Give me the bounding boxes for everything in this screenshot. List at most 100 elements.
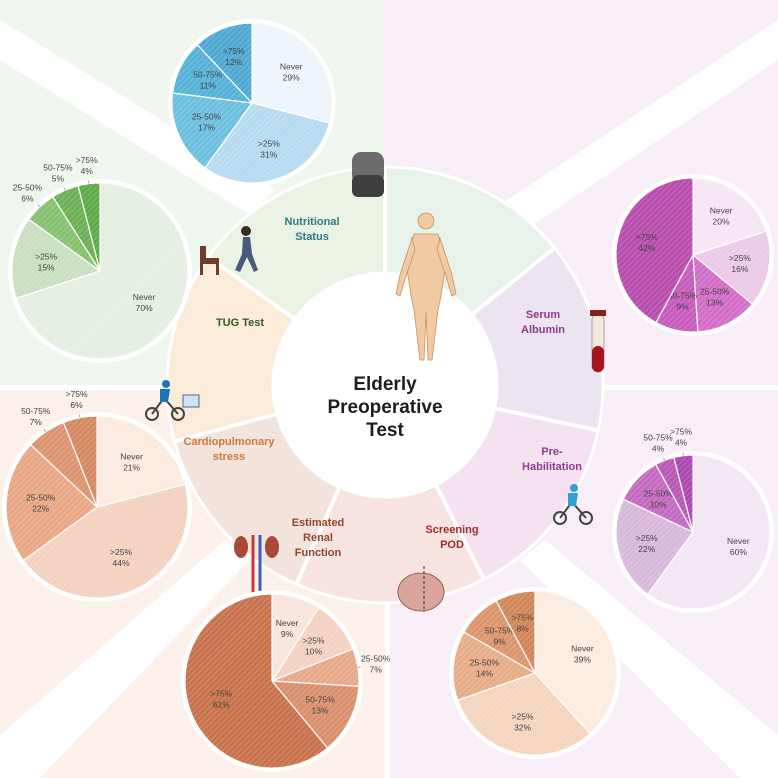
- bg-diagonal-band: [485, 20, 778, 240]
- segment-label-line: Function: [295, 547, 342, 559]
- human-arm-right: [436, 236, 457, 297]
- pie-label-value: 6%: [21, 194, 34, 204]
- segment-separator: [294, 486, 342, 585]
- segment-label-line: Estimated: [292, 517, 345, 529]
- rider-head: [162, 380, 170, 388]
- pie-label: 50-75%9%: [668, 291, 698, 312]
- pie-label: 50-75%4%: [643, 433, 673, 454]
- pie-label: >75%61%: [210, 688, 232, 709]
- pie-label-value: 22%: [638, 544, 655, 554]
- pie-label-value: 4%: [81, 166, 94, 176]
- pie-label: 50-75%13%: [305, 694, 335, 715]
- pie-label: 25-50%14%: [470, 657, 500, 678]
- pie-label-category: 25-50%: [192, 112, 222, 122]
- pie-label-category: >25%: [303, 636, 325, 646]
- segment-label-line: Cardiopulmonary: [183, 436, 275, 448]
- pie-label-category: 25-50%: [644, 488, 674, 498]
- pie-label-value: 10%: [305, 647, 322, 657]
- pie-label-category: >25%: [512, 711, 534, 721]
- pie-label-category: 50-75%: [668, 291, 698, 301]
- pie-label: >75%4%: [670, 427, 692, 448]
- pie-label-value: 10%: [650, 499, 667, 509]
- segment-label-tug: TUG Test: [216, 317, 264, 329]
- pie-slice-hatch: [252, 23, 332, 123]
- pie-label: 50-75%7%: [21, 406, 51, 427]
- pie-label-value: 7%: [370, 665, 383, 675]
- pie-label-value: 9%: [281, 629, 294, 639]
- pie-label-value: 15%: [38, 262, 55, 272]
- torso-shorts: [352, 175, 384, 197]
- pie-label: >25%44%: [110, 547, 132, 568]
- brain-icon: [397, 566, 445, 612]
- pie-label-category: >75%: [670, 427, 692, 437]
- pie-label-value: 29%: [283, 73, 300, 83]
- pie-label-value: 8%: [516, 624, 529, 634]
- pie-label: 25-50%17%: [192, 112, 222, 133]
- bike-wheel: [553, 511, 567, 525]
- pie-label-value: 5%: [52, 174, 65, 184]
- pie-label-category: Never: [120, 451, 143, 461]
- rider-body: [160, 389, 170, 402]
- pie-label-category: >75%: [223, 46, 245, 56]
- pie-slice-hatch: [463, 600, 535, 673]
- pie-label-value: 12%: [225, 57, 242, 67]
- tube-blood: [592, 346, 604, 372]
- pie-slice-hatch: [453, 632, 535, 701]
- segment-label-line: Serum: [526, 309, 560, 321]
- pie-label: 50-75%9%: [485, 626, 515, 647]
- pie-label-value: 60%: [730, 547, 747, 557]
- pie-label-leader: [663, 457, 665, 461]
- pie-label: 25-50%7%: [361, 654, 391, 675]
- pie-label-value: 9%: [676, 302, 689, 312]
- rider-head: [570, 484, 578, 492]
- pie-slice-hatch: [272, 594, 319, 681]
- pie-label-category: >25%: [35, 251, 57, 261]
- exercise-bike-icon: [553, 484, 593, 525]
- segment-label-line: Habilitation: [522, 461, 582, 473]
- pie-label-category: 50-75%: [305, 694, 335, 704]
- pie-slice-hatch: [63, 416, 97, 507]
- torso-icon: [352, 152, 384, 197]
- pie-slice-hatch: [12, 219, 100, 299]
- pie-slice-hatch: [28, 196, 101, 271]
- pie-label: >75%6%: [66, 389, 88, 410]
- segment-label-line: Pre-: [541, 446, 563, 458]
- pie-label-category: >75%: [512, 613, 534, 623]
- pie-label-value: 11%: [200, 80, 217, 90]
- pie-label: >75%4%: [76, 155, 98, 176]
- pie-label-category: Never: [710, 205, 733, 215]
- segment-separator: [434, 483, 486, 581]
- pie-slice-hatch: [535, 591, 618, 734]
- pie-label-category: >75%: [66, 389, 88, 399]
- pie-label-value: 32%: [514, 722, 531, 732]
- pie-label-value: 7%: [30, 417, 43, 427]
- human-head: [417, 212, 435, 230]
- pie-label-value: 70%: [136, 303, 153, 313]
- pie-label-category: Never: [280, 62, 303, 72]
- pie-label-category: >25%: [636, 533, 658, 543]
- pie-label: 50-75%11%: [193, 69, 223, 90]
- pie-label-category: 50-75%: [21, 406, 51, 416]
- bg-diagonal-band: [520, 540, 778, 778]
- bg-diagonal-band: [0, 540, 250, 778]
- pie-slice-hatch: [97, 416, 186, 507]
- pie-slice-hatch: [23, 484, 188, 598]
- human-arm-left: [395, 236, 416, 297]
- pie-label-value: 31%: [260, 150, 277, 160]
- segment-label-line: TUG Test: [216, 317, 264, 329]
- segment-separator: [207, 255, 296, 321]
- pie-label-category: >75%: [636, 232, 658, 242]
- pie-label-category: 25-50%: [470, 657, 500, 667]
- bike-wheel: [145, 407, 159, 421]
- center-title-line: Preoperative: [327, 397, 442, 418]
